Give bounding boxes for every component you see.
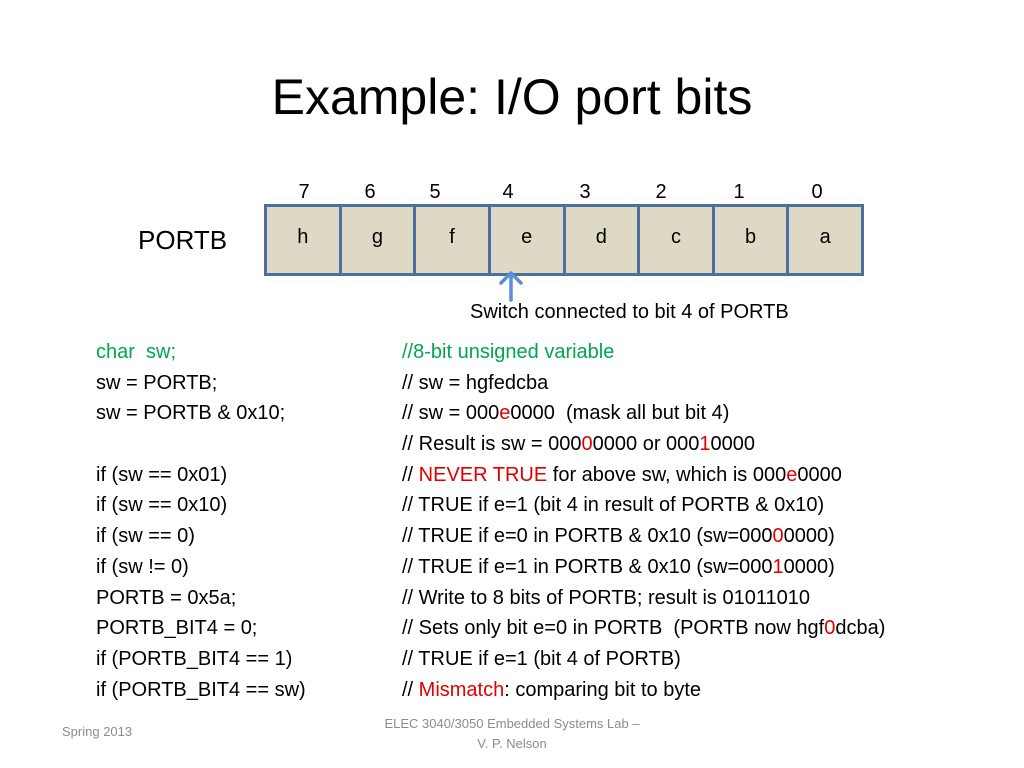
comment-text: 0000 — [710, 433, 756, 456]
comment-highlight: Mismatch — [418, 678, 505, 701]
comment-text: // Result is sw = 000 — [402, 433, 582, 456]
portb-register: h g f e d c b a — [264, 204, 864, 276]
comment-text: // TRUE if e=0 in PORTB & 0x10 (sw=000 — [402, 525, 773, 548]
comment-text: 0000 or 000 — [592, 433, 700, 456]
code-statement: PORTB = 0x5a; — [96, 586, 237, 609]
bit-cell-e: e — [490, 207, 563, 273]
code-statement: if (sw == 0x10) — [96, 494, 228, 517]
code-comment: // TRUE if e=1 (bit 4 in result of PORTB… — [402, 494, 825, 517]
code-statement: if (PORTB_BIT4 == 1) — [96, 647, 293, 670]
code-listing: char sw; //8-bit unsigned variable sw = … — [96, 337, 996, 705]
slide-title: Example: I/O port bits — [271, 69, 753, 125]
code-statement: sw = PORTB & 0x10; — [96, 402, 286, 425]
arrow-up-icon — [499, 271, 523, 302]
code-statement: PORTB_BIT4 = 0; — [96, 617, 258, 640]
code-row: if (PORTB_BIT4 == 1) // TRUE if e=1 (bit… — [96, 644, 996, 675]
comment-highlight: 0 — [581, 433, 593, 456]
bit-number-4: 4 — [502, 181, 514, 203]
code-comment: // NEVER TRUE for above sw, which is 000… — [402, 460, 996, 491]
bit-cell-b: b — [714, 207, 787, 273]
bit-cell-a: a — [789, 207, 861, 273]
code-row: char sw; //8-bit unsigned variable — [96, 337, 996, 368]
footer-course: ELEC 3040/3050 Embedded Systems Lab – V.… — [352, 714, 672, 754]
code-statement: char sw; — [96, 341, 177, 363]
comment-highlight: NEVER TRUE — [418, 463, 548, 486]
code-row: PORTB = 0x5a; // Write to 8 bits of PORT… — [96, 583, 996, 614]
code-row: if (PORTB_BIT4 == sw) // Mismatch: compa… — [96, 675, 996, 706]
comment-text: : comparing bit to byte — [504, 678, 702, 701]
comment-highlight: 1 — [699, 433, 711, 456]
code-comment: // sw = 000e0000 (mask all but bit 4) — [402, 398, 996, 429]
comment-text: 0000) — [783, 555, 835, 578]
bit-number-3: 3 — [579, 181, 591, 203]
code-comment: // Sets only bit e=0 in PORTB (PORTB now… — [402, 613, 996, 644]
comment-text: // Sets only bit e=0 in PORTB (PORTB now… — [402, 617, 825, 640]
comment-text: // TRUE if e=1 in PORTB & 0x10 (sw=000 — [402, 555, 773, 578]
footer-author-line: V. P. Nelson — [477, 736, 547, 751]
footer-date: Spring 2013 — [62, 724, 133, 739]
code-row: if (sw == 0x10) // TRUE if e=1 (bit 4 in… — [96, 490, 996, 521]
bit-numbers: 7 6 5 4 3 2 1 0 — [0, 178, 1024, 206]
bit-number-6: 6 — [364, 181, 376, 203]
bit-number-2: 2 — [655, 181, 667, 203]
comment-highlight: 1 — [772, 555, 784, 578]
footer-course-line: ELEC 3040/3050 Embedded Systems Lab – — [384, 716, 640, 731]
code-comment: // Write to 8 bits of PORTB; result is 0… — [402, 586, 810, 609]
code-statement: if (sw == 0) — [96, 525, 195, 548]
comment-highlight: 0 — [824, 617, 836, 640]
code-statement: sw = PORTB; — [96, 371, 218, 394]
code-row: sw = PORTB; // sw = hgfedcba — [96, 368, 996, 399]
code-row: if (sw != 0) // TRUE if e=1 in PORTB & 0… — [96, 552, 996, 583]
bit-number-5: 5 — [429, 181, 441, 203]
code-statement: if (sw == 0x01) — [96, 463, 228, 486]
code-comment: // sw = hgfedcba — [402, 371, 549, 394]
code-comment: // TRUE if e=1 (bit 4 of PORTB) — [402, 647, 681, 670]
bit-cell-c: c — [640, 207, 712, 273]
code-row: if (sw == 0x01) // NEVER TRUE for above … — [96, 460, 996, 491]
code-row: // Result is sw = 00000000 or 00010000 — [96, 429, 996, 460]
bit-cell-d: d — [565, 207, 638, 273]
code-statement — [96, 429, 402, 460]
comment-highlight: e — [499, 402, 511, 425]
comment-text: // — [402, 463, 419, 486]
comment-text: // — [402, 678, 419, 701]
code-statement: if (sw != 0) — [96, 555, 189, 578]
switch-caption: Switch connected to bit 4 of PORTB — [470, 301, 789, 323]
bit-cell-f: f — [416, 207, 488, 273]
code-comment: // TRUE if e=1 in PORTB & 0x10 (sw=00010… — [402, 552, 996, 583]
comment-text: dcba) — [835, 617, 886, 640]
bit-cell-g: g — [341, 207, 414, 273]
code-comment: //8-bit unsigned variable — [402, 341, 615, 363]
code-row: sw = PORTB & 0x10; // sw = 000e0000 (mas… — [96, 398, 996, 429]
bit-number-0: 0 — [811, 181, 823, 203]
comment-text: 0000 — [797, 463, 842, 486]
code-comment: // Result is sw = 00000000 or 00010000 — [402, 429, 996, 460]
bit-number-7: 7 — [298, 181, 310, 203]
comment-highlight: 0 — [772, 525, 784, 548]
comment-highlight: e — [786, 463, 798, 486]
bit-cell-h: h — [267, 207, 339, 273]
bit-number-1: 1 — [733, 181, 745, 203]
comment-text: 0000) — [783, 525, 835, 548]
code-statement: if (PORTB_BIT4 == sw) — [96, 678, 306, 701]
code-row: PORTB_BIT4 = 0; // Sets only bit e=0 in … — [96, 613, 996, 644]
code-comment: // Mismatch: comparing bit to byte — [402, 675, 996, 706]
code-row: if (sw == 0) // TRUE if e=0 in PORTB & 0… — [96, 521, 996, 552]
code-comment: // TRUE if e=0 in PORTB & 0x10 (sw=00000… — [402, 521, 996, 552]
comment-text: for above sw, which is 000 — [547, 463, 787, 486]
comment-text: 0000 (mask all but bit 4) — [510, 402, 730, 425]
port-label: PORTB — [138, 225, 228, 255]
comment-text: // sw = 000 — [402, 402, 500, 425]
